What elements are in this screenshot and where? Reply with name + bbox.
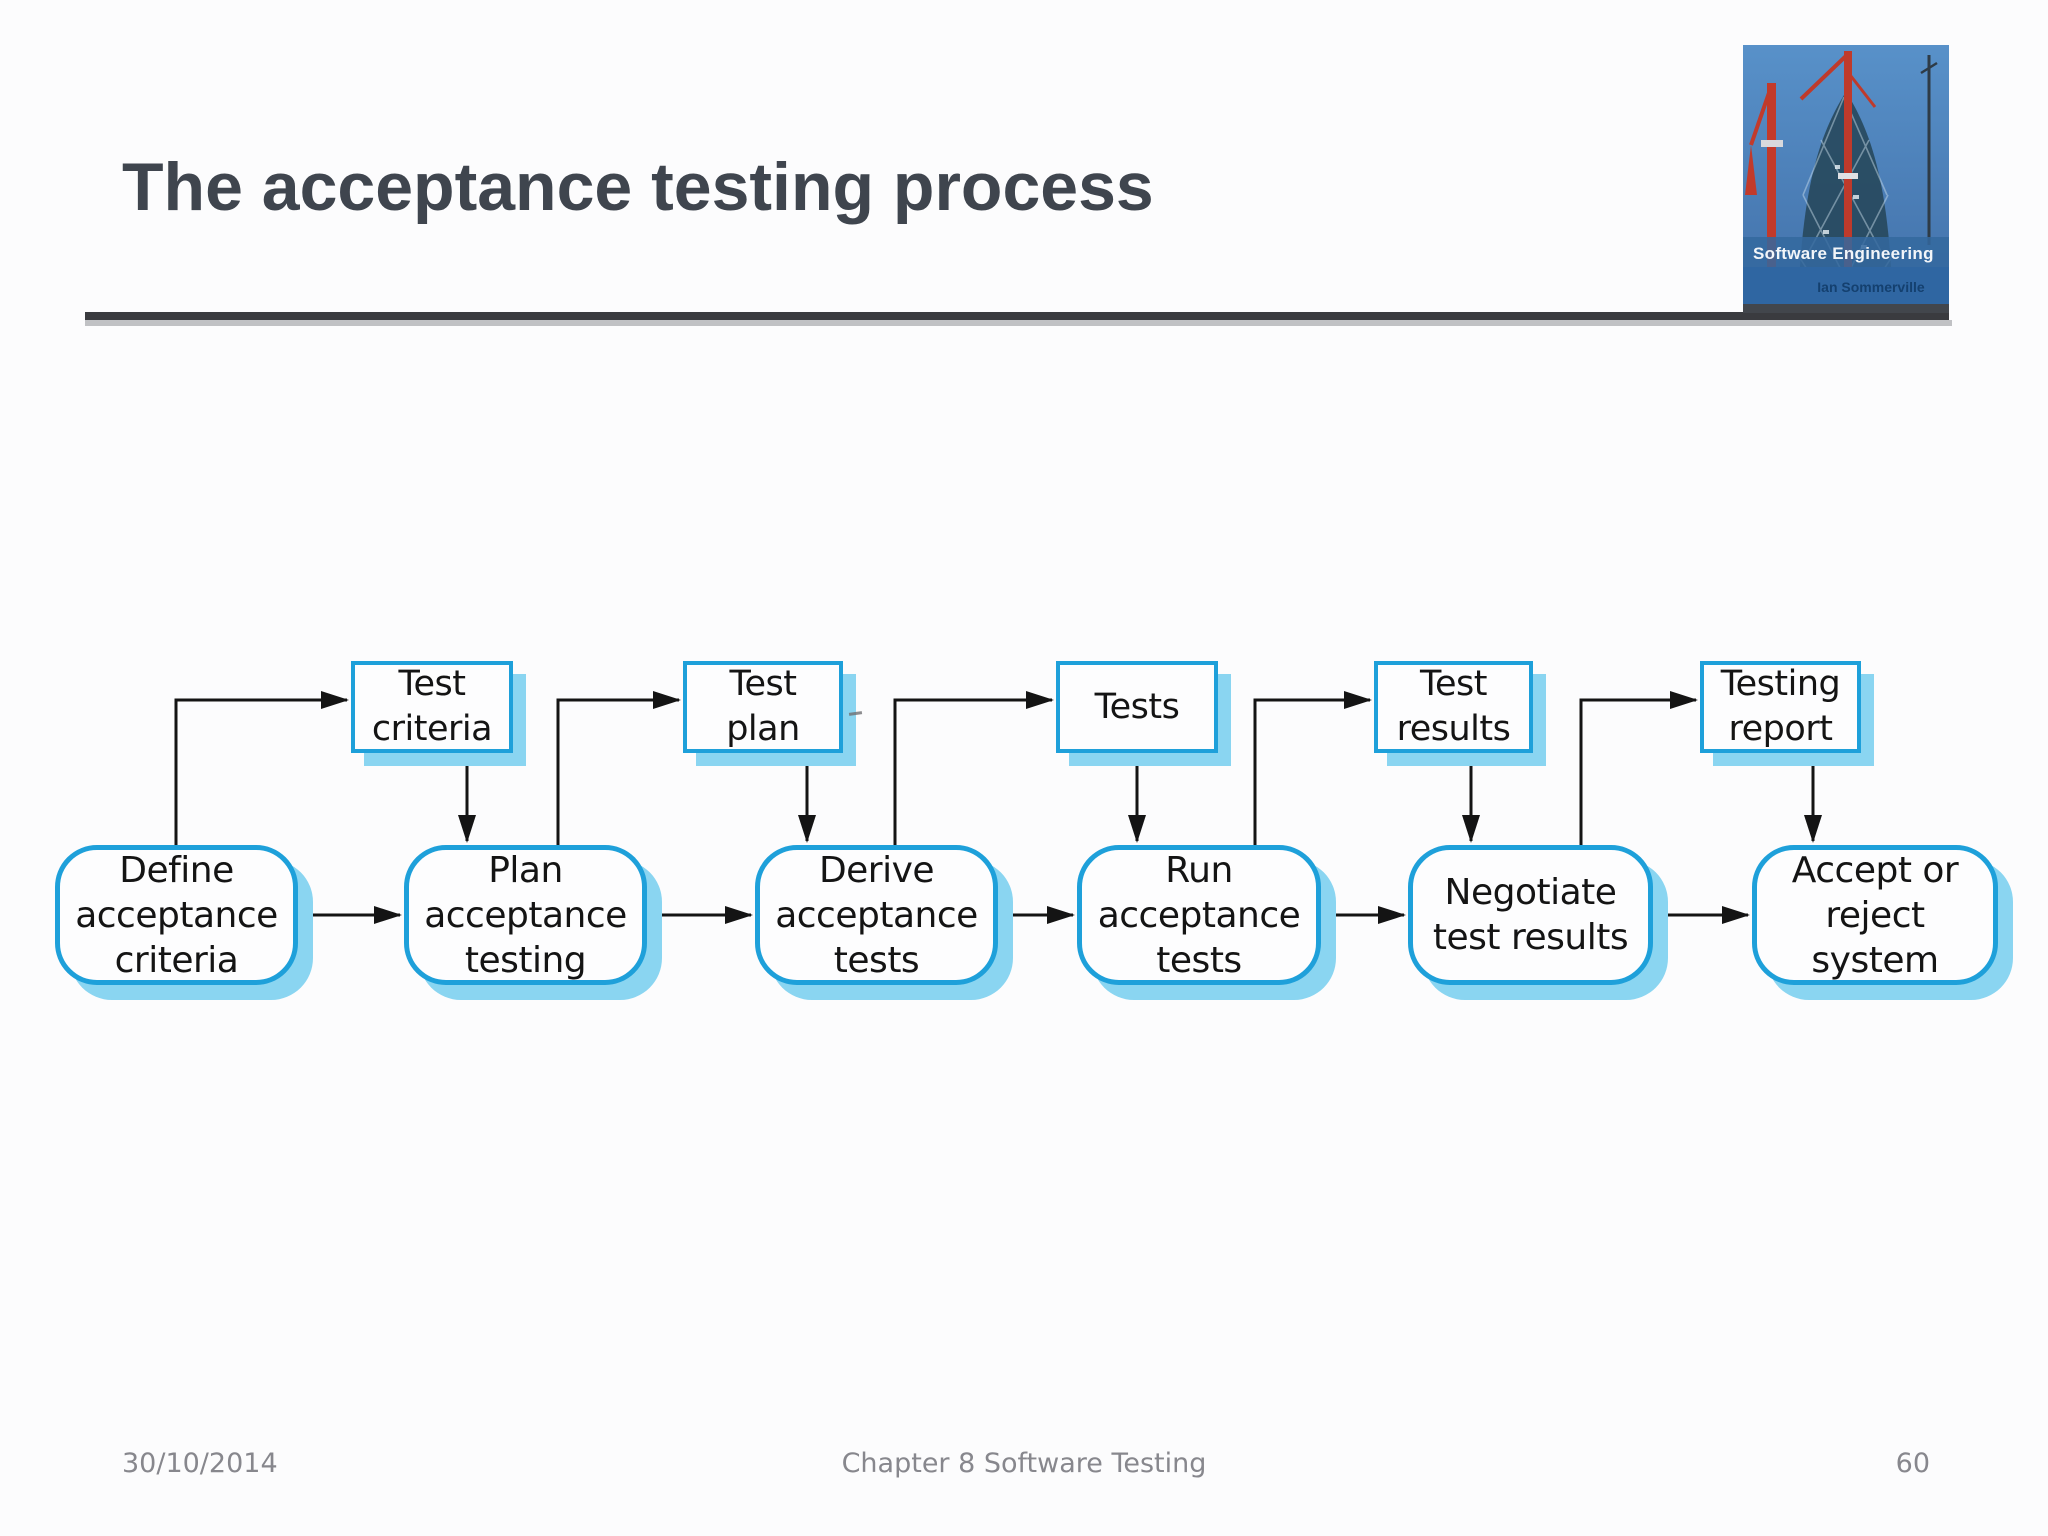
footer-date: 30/10/2014 [122,1448,278,1479]
process-node-plan-acceptance-testing: Plan acceptance testing [404,845,647,985]
edge-plan-to-test-plan [556,691,681,845]
book-cover-image: Software Engineering Ian Sommerville [1743,45,1949,313]
page-title: The acceptance testing process [122,149,1154,225]
cover-bottom-strip [1743,304,1949,313]
artifact-node-test-criteria: Test criteria [351,661,513,753]
footer-chapter: Chapter 8 Software Testing [841,1448,1207,1479]
title-underline-shadow [85,320,1952,326]
crane-right [1920,55,1938,245]
title-underline [85,312,1949,320]
crane-center [1799,51,1877,313]
edge-define-to-test-criteria [174,691,349,845]
process-node-accept-or-reject-system: Accept or reject system [1752,845,1998,985]
stray-mark [848,711,863,716]
cover-title-text: Software Engineering [1753,244,1934,263]
edge-run-to-test-results [1253,691,1372,845]
cover-title-band [1743,237,1949,267]
process-node-derive-acceptance-tests: Derive acceptance tests [755,845,998,985]
edge-negotiate-to-testing-report [1579,691,1698,845]
footer-page-number: 60 [1895,1448,1930,1479]
artifact-node-test-results: Test results [1374,661,1533,753]
process-node-negotiate-test-results: Negotiate test results [1408,845,1653,985]
cover-author-text: Ian Sommerville [1817,279,1925,295]
process-node-define-acceptance-criteria: Define acceptance criteria [55,845,298,985]
artifact-node-tests: Tests [1056,661,1218,753]
artifact-node-testing-report: Testing report [1700,661,1861,753]
crane-left [1745,83,1783,313]
process-node-run-acceptance-tests: Run acceptance tests [1077,845,1321,985]
artifact-node-test-plan: Test plan [683,661,843,753]
book-cover-art: Software Engineering Ian Sommerville [1743,45,1949,313]
edge-derive-to-tests [893,691,1054,845]
cover-author-band [1743,267,1949,304]
